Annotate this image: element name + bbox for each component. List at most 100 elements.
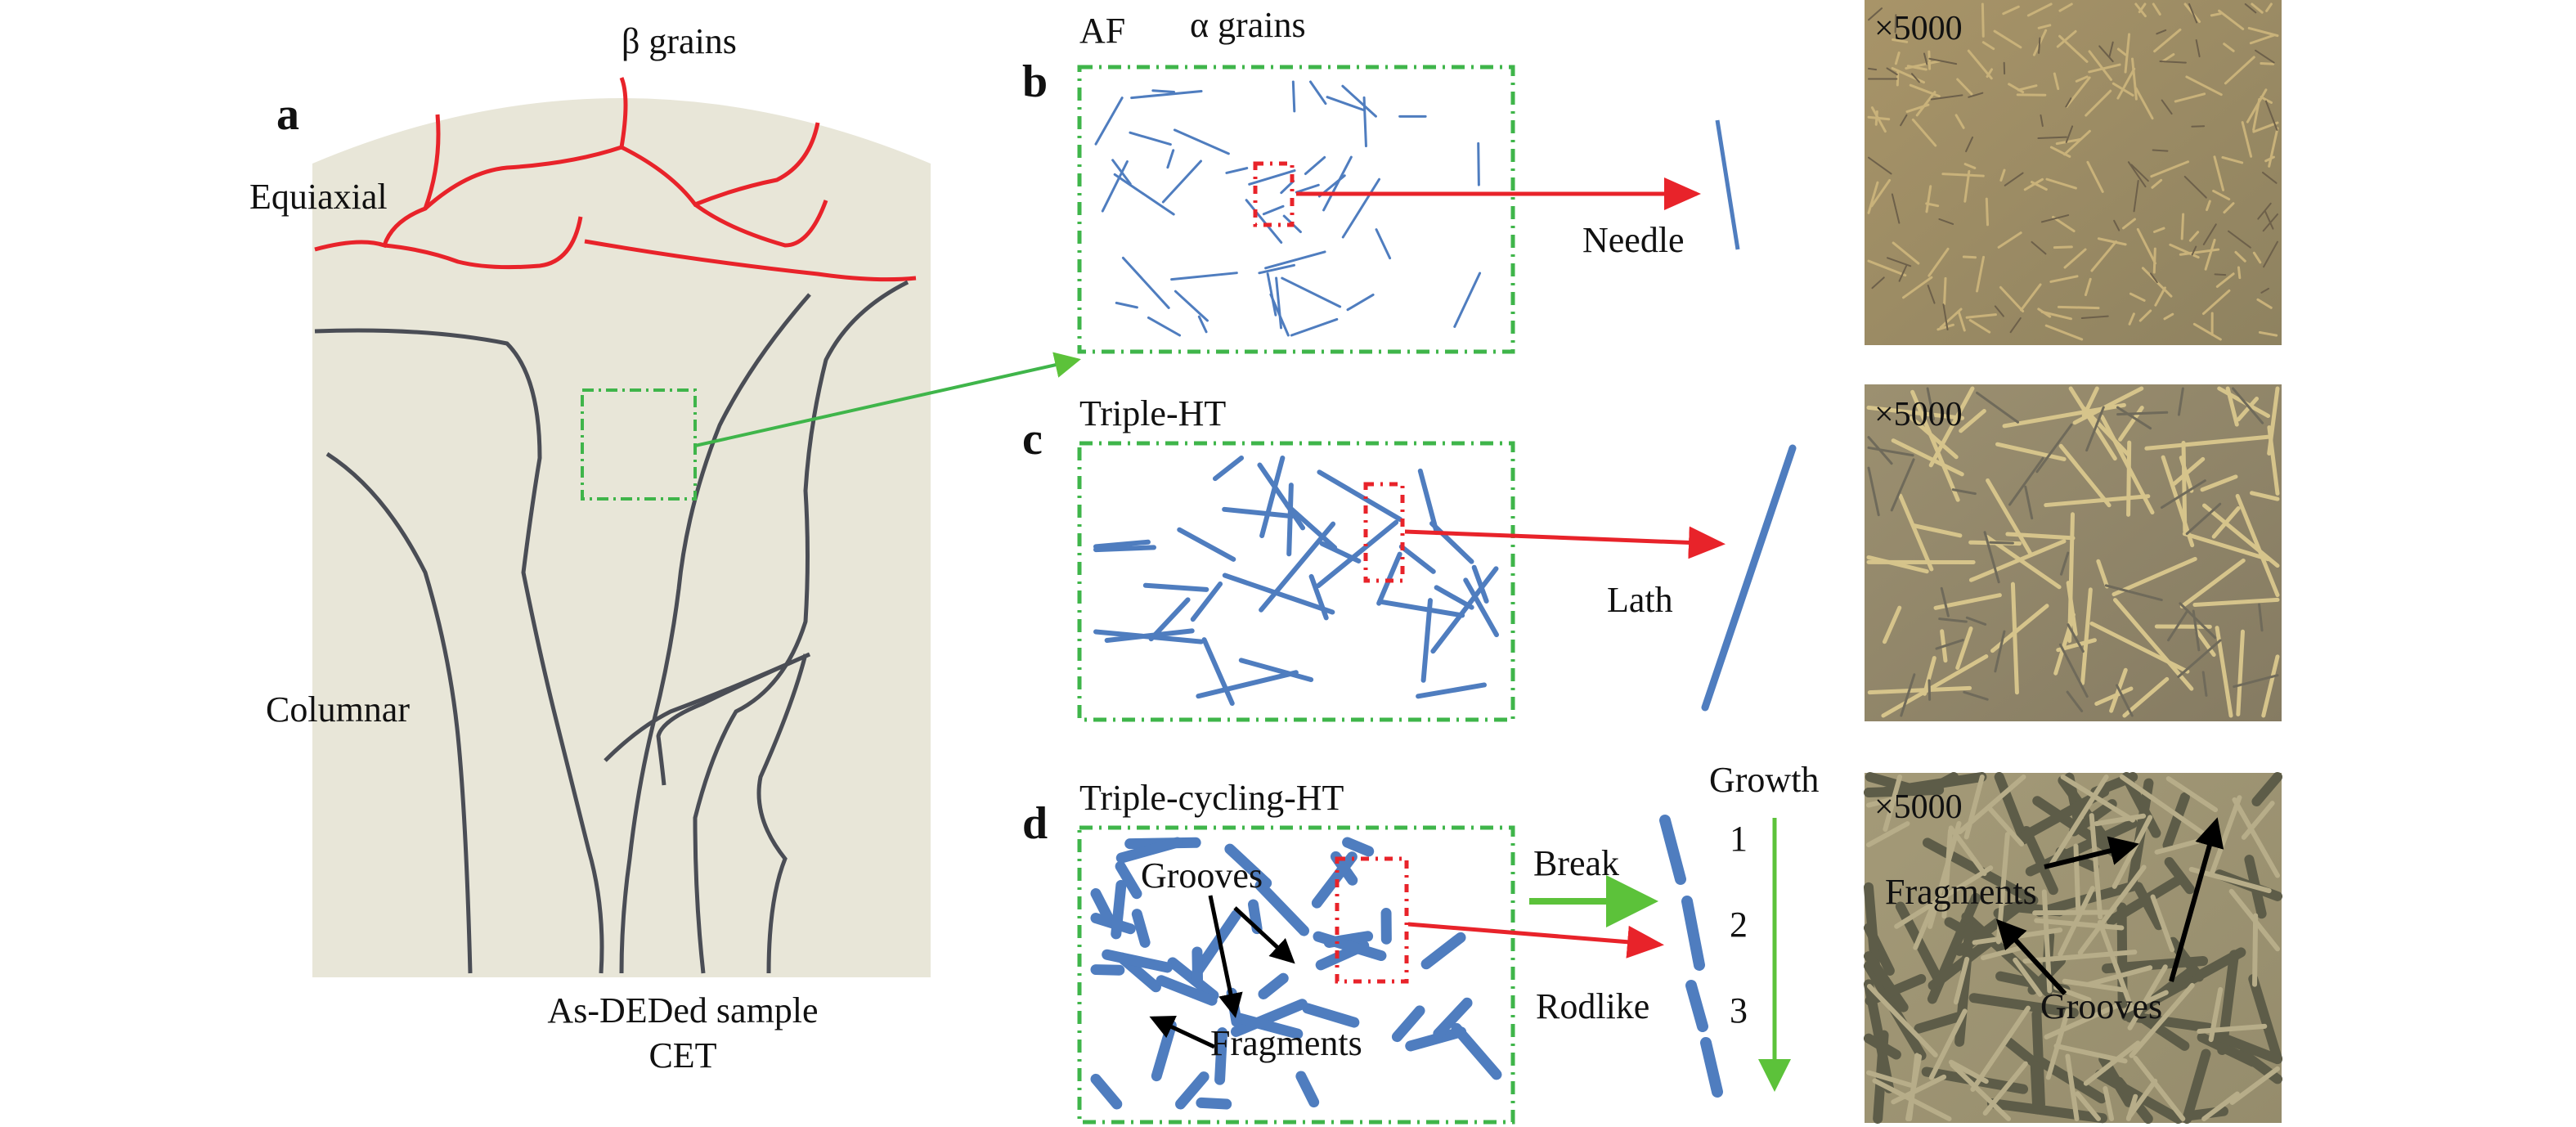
micro-texture (2154, 286, 2166, 307)
lath-shape (1701, 444, 1797, 712)
micro-texture (2251, 772, 2282, 807)
micro-texture (2116, 406, 2152, 430)
micro-texture (2260, 62, 2275, 65)
micro-texture (2017, 84, 2038, 92)
lath-grain (1222, 572, 1335, 615)
micro-texture (1915, 91, 1936, 117)
growth-label: Growth (1709, 760, 1819, 800)
groove-fragment-arrows (1149, 895, 1295, 1049)
micro-texture (2116, 684, 2134, 717)
micro-texture (1994, 305, 2004, 317)
beta-grain-boundaries (314, 77, 917, 282)
micro-texture (1898, 264, 1908, 282)
micro-texture (1994, 772, 2029, 845)
micro-texture (1938, 617, 1968, 623)
needle-grain (1129, 131, 1172, 146)
micro-texture (2136, 227, 2156, 265)
triple-cycling-ht-title: Triple-cycling-HT (1079, 778, 1344, 818)
micro-texture (2065, 97, 2072, 108)
rod-grain (1175, 1071, 1209, 1110)
micro-texture (1900, 673, 1916, 717)
micrograph-triple-ht: ×5000 (1865, 384, 2282, 721)
micro-texture (2209, 795, 2242, 878)
micro-texture (2177, 387, 2184, 416)
micro-texture (1890, 458, 1915, 512)
micro-texture (2098, 45, 2114, 63)
micro-texture (1892, 241, 1920, 265)
micro-texture (1910, 73, 1920, 83)
micro-texture (2034, 918, 2125, 931)
micro-texture (1930, 94, 1963, 101)
micro-texture (1910, 389, 1960, 502)
rod-grain (1090, 888, 1115, 925)
micro-texture (2177, 639, 2222, 678)
micro-texture (2150, 160, 2190, 178)
micro-texture (2025, 818, 2138, 877)
micro-texture (2188, 3, 2198, 24)
micro-texture (1956, 78, 1973, 96)
micro-texture (2211, 1030, 2282, 1065)
lath-grain (1416, 682, 1488, 699)
micro-texture (1951, 488, 1977, 496)
micro-texture (2179, 248, 2220, 256)
micro-texture (2200, 474, 2238, 492)
micro-texture (2197, 1023, 2268, 1035)
micro-texture (2010, 581, 2019, 695)
micro-texture (1896, 70, 1900, 87)
micro-texture (1926, 387, 1935, 420)
needle-grain (1170, 272, 1238, 281)
micro-texture (2161, 99, 2173, 115)
micro-texture (2223, 202, 2235, 214)
needle-grain (1130, 89, 1203, 100)
micro-texture (2040, 114, 2044, 128)
micro-texture (2116, 47, 2127, 56)
micro-texture (2179, 602, 2217, 640)
micro-texture (2265, 2, 2273, 12)
micro-texture (2083, 1040, 2141, 1086)
lath-grain (1238, 658, 1314, 683)
micrograph-grooves-label: Grooves (2040, 986, 2162, 1026)
micro-texture (2123, 990, 2169, 1014)
micro-texture (1970, 1005, 2031, 1092)
lath-label: Lath (1607, 580, 1673, 620)
micro-texture (2225, 386, 2239, 427)
triple-ht-title: Triple-HT (1079, 393, 1226, 433)
micro-texture (2080, 587, 2093, 685)
micro-texture (2094, 813, 2147, 827)
micro-texture (1999, 285, 2025, 312)
micro-texture (1928, 1008, 1968, 1080)
needle-grain (1197, 315, 1208, 334)
micrograph-triple-cycling-ht: ×5000 Fragments Grooves (1864, 772, 2282, 1124)
micro-texture (2103, 1085, 2115, 1121)
needle-grain (1258, 263, 1295, 275)
micro-texture (1948, 1059, 1989, 1084)
micro-texture (2261, 654, 2280, 718)
micro-texture (2040, 214, 2070, 223)
micro-texture (2090, 240, 2118, 272)
micro-texture (2161, 455, 2195, 548)
micro-texture (1891, 193, 1901, 224)
micro-texture (1891, 438, 1964, 477)
needle-grain (1094, 97, 1124, 146)
rod-grain (1295, 1071, 1320, 1108)
rod-highlight-box (1335, 856, 1409, 984)
lath-grain (1093, 539, 1151, 550)
micro-texture (2267, 425, 2280, 496)
micro-texture (2129, 982, 2195, 1058)
micro-texture (1935, 639, 1964, 650)
micro-texture (2053, 613, 2076, 676)
rod-grain (1196, 1097, 1232, 1110)
micro-texture (1963, 163, 1977, 169)
micro-texture (1867, 115, 1891, 121)
micro-texture (2264, 209, 2274, 230)
micro-texture (2174, 92, 2206, 103)
micro-texture (2263, 240, 2278, 268)
micro-texture (2058, 886, 2095, 957)
lath-grain (1398, 544, 1436, 574)
micro-texture (2201, 671, 2208, 697)
micro-texture (2004, 172, 2024, 186)
micro-texture (1883, 775, 1903, 832)
micro-texture (2089, 813, 2103, 920)
micro-texture (2138, 309, 2152, 322)
